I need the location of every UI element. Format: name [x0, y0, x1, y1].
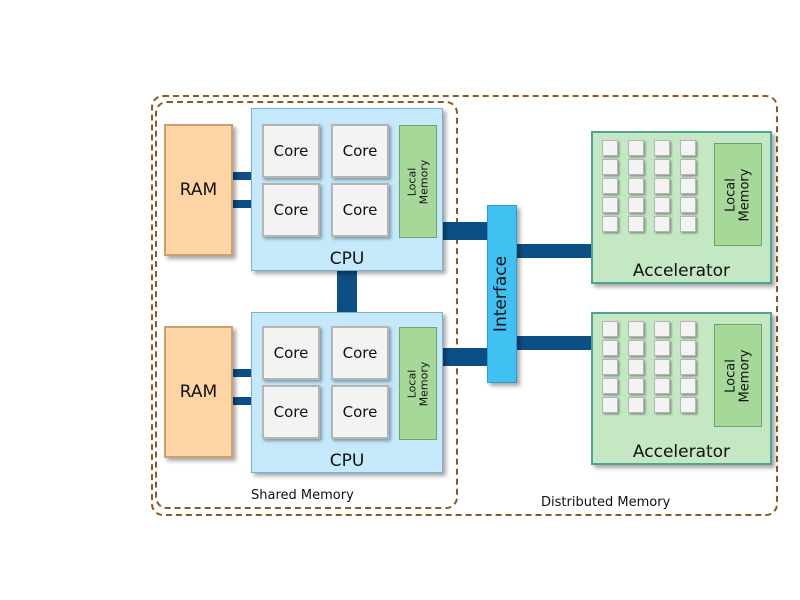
core: Core: [331, 124, 389, 178]
interface-block: Interface: [487, 205, 517, 383]
interface-label: Interface: [491, 255, 512, 333]
processing-element: [602, 178, 618, 194]
local-memory: Local Memory: [714, 143, 762, 246]
local-memory-label: Local Memory: [405, 361, 430, 406]
processing-element: [602, 321, 618, 337]
ram-cpu-link: [232, 200, 252, 208]
processing-element: [628, 340, 644, 356]
core-label: Core: [342, 142, 378, 160]
distributed-memory-label: Distributed Memory: [541, 495, 671, 510]
processing-element: [602, 159, 618, 175]
core: Core: [262, 385, 320, 439]
accelerator-label: Accelerator: [632, 261, 731, 281]
cpu-interface-link: [442, 222, 488, 240]
shared-memory-label: Shared Memory: [251, 488, 354, 503]
processing-element: [654, 178, 670, 194]
ram-cpu-link: [232, 397, 252, 405]
processing-element: [628, 178, 644, 194]
processing-element: [628, 216, 644, 232]
processing-element: [628, 359, 644, 375]
cpu-block: Core Core Core Core Local Memory CPU: [251, 108, 443, 271]
processing-element: [628, 378, 644, 394]
processing-element: [680, 359, 696, 375]
processing-element: [602, 378, 618, 394]
cpu-label: CPU: [329, 451, 365, 471]
processing-element: [602, 359, 618, 375]
core-label: Core: [342, 344, 378, 362]
processing-element: [680, 340, 696, 356]
processing-element: [654, 197, 670, 213]
core: Core: [331, 385, 389, 439]
processing-element: [654, 397, 670, 413]
processing-element: [680, 140, 696, 156]
processing-element: [628, 321, 644, 337]
processing-element: [654, 340, 670, 356]
ram-label: RAM: [179, 180, 218, 200]
processing-element: [602, 397, 618, 413]
local-memory-label: Local Memory: [405, 159, 430, 204]
processing-element: [680, 159, 696, 175]
processing-element: [680, 216, 696, 232]
core: Core: [262, 326, 320, 380]
accelerator-block: Local Memory Accelerator: [591, 131, 772, 284]
processing-element: [654, 359, 670, 375]
ram-block: RAM: [164, 124, 233, 256]
interface-accelerator-link: [516, 244, 592, 258]
ram-cpu-link: [232, 172, 252, 180]
core-label: Core: [273, 142, 309, 160]
processing-element: [654, 378, 670, 394]
cpu-interface-link: [442, 348, 488, 366]
interface-accelerator-link: [516, 336, 592, 350]
core: Core: [331, 326, 389, 380]
processing-element: [680, 321, 696, 337]
cpu-block: Core Core Core Core Local Memory CPU: [251, 312, 443, 473]
core-label: Core: [273, 344, 309, 362]
distributed-memory-region: [151, 95, 778, 516]
core-label: Core: [273, 403, 309, 421]
processing-element: [628, 159, 644, 175]
core-label: Core: [342, 201, 378, 219]
processing-element: [680, 178, 696, 194]
processing-element: [654, 321, 670, 337]
processing-element: [680, 397, 696, 413]
processing-element: [680, 197, 696, 213]
cpu-cpu-link: [337, 270, 357, 314]
local-memory: Local Memory: [714, 324, 762, 427]
processing-element: [680, 378, 696, 394]
processing-element: [628, 140, 644, 156]
ram-cpu-link: [232, 369, 252, 377]
ram-label: RAM: [179, 382, 218, 402]
core: Core: [331, 183, 389, 237]
shared-memory-region: [155, 101, 458, 509]
processing-element: [602, 216, 618, 232]
processing-element: [602, 340, 618, 356]
processing-element: [602, 197, 618, 213]
core-label: Core: [273, 201, 309, 219]
ram-block: RAM: [164, 326, 233, 458]
accelerator-label: Accelerator: [632, 442, 731, 462]
cpu-label: CPU: [329, 249, 365, 269]
local-memory-label: Local Memory: [723, 349, 752, 402]
processing-element: [654, 159, 670, 175]
processing-element: [628, 397, 644, 413]
processing-element: [654, 216, 670, 232]
accelerator-block: Local Memory Accelerator: [591, 312, 772, 465]
processing-element: [654, 140, 670, 156]
local-memory: Local Memory: [399, 125, 437, 238]
core: Core: [262, 124, 320, 178]
core-label: Core: [342, 403, 378, 421]
local-memory: Local Memory: [399, 327, 437, 440]
processing-element: [628, 197, 644, 213]
local-memory-label: Local Memory: [723, 168, 752, 221]
core: Core: [262, 183, 320, 237]
processing-element: [602, 140, 618, 156]
